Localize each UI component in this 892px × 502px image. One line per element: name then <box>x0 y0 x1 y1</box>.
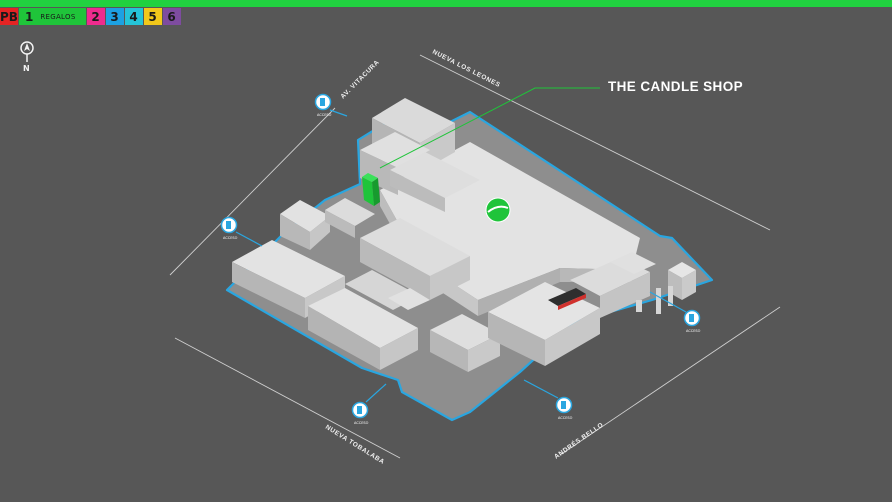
street-label-east: ANDRÉS BELLO <box>552 420 605 461</box>
entrance-marker-west-top[interactable]: ACCESO <box>314 93 348 118</box>
candle-shop-highlight[interactable] <box>362 173 380 206</box>
floor-category-label: REGALOS <box>40 12 76 21</box>
floor-tab-4-label: 4 <box>129 9 138 24</box>
street-label-west: AV. VITACURA <box>339 59 381 101</box>
compass-icon <box>20 41 34 62</box>
entrance-label: ACCESO <box>317 113 332 117</box>
floor-tab-2[interactable]: 2 <box>86 8 105 25</box>
floor-tab-3-label: 3 <box>110 9 119 24</box>
entrance-label: ACCESO <box>354 421 369 425</box>
floor-tab-1-active[interactable]: 1 REGALOS <box>19 8 86 25</box>
entrance-label: ACCESO <box>558 416 573 420</box>
floor-tab-4[interactable]: 4 <box>124 8 143 25</box>
street-lines <box>169 54 781 459</box>
jumbo-logo-icon <box>485 197 511 223</box>
floor-tab-6-label: 6 <box>167 9 176 24</box>
top-accent-bar <box>0 0 892 7</box>
street-label-north: NUEVA LOS LEONES <box>431 49 501 89</box>
floor-tab-pb[interactable]: PB <box>0 8 18 25</box>
floor-tab-5[interactable]: 5 <box>143 8 162 25</box>
compass-north-label: N <box>23 64 30 73</box>
entrance-label: ACCESO <box>223 236 238 240</box>
entrance-marker-south-east[interactable]: ACCESO <box>523 379 573 420</box>
building-blocks <box>232 98 696 372</box>
shop-leader-line <box>379 87 600 169</box>
floor-tab-pb-label: PB <box>0 9 18 24</box>
floor-selector: PB 1 REGALOS 2 3 4 5 6 <box>0 8 182 25</box>
floor-tab-6[interactable]: 6 <box>162 8 181 25</box>
entrance-marker-west[interactable]: ACCESO <box>220 216 263 247</box>
floor-tab-5-label: 5 <box>148 9 157 24</box>
entrance-label: ACCESO <box>686 329 701 333</box>
floor-tab-2-label: 2 <box>91 9 100 24</box>
store-marker-dark <box>548 288 586 310</box>
shop-name-label: THE CANDLE SHOP <box>608 79 743 94</box>
floor-tab-1-label: 1 <box>25 9 34 24</box>
floor-tab-3[interactable]: 3 <box>105 8 124 25</box>
street-label-south: NUEVA TOBALABA <box>324 424 386 466</box>
entrance-marker-east[interactable]: ACCESO <box>649 291 701 333</box>
entrance-marker-south[interactable]: ACCESO <box>351 383 387 425</box>
